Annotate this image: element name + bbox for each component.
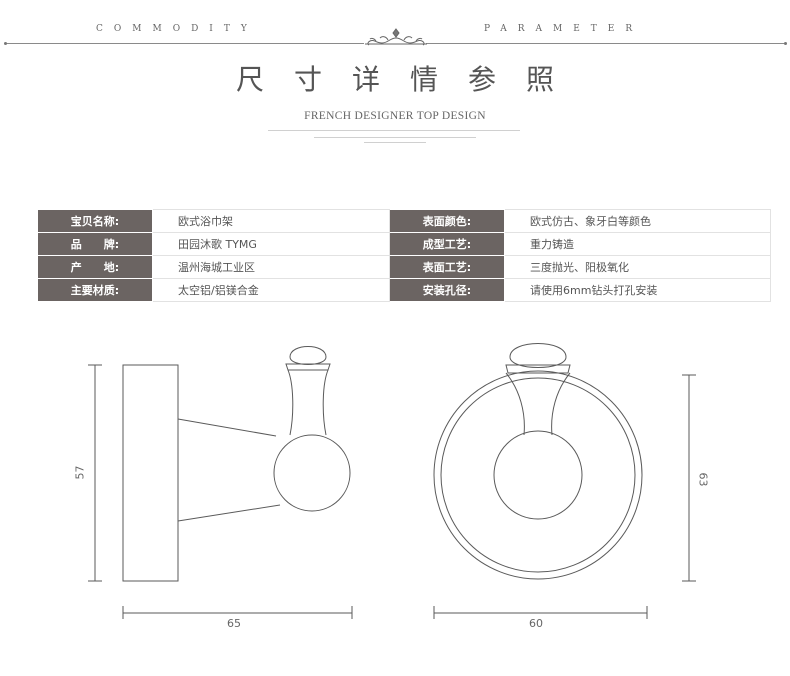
param-label: 安装孔径: [389,278,505,302]
front-view-drawing [433,343,696,619]
parameter-table: 宝贝名称: 欧式浴巾架 表面颜色: 欧式仿古、象牙白等颜色 品 牌: 田园沐歌 … [37,209,771,302]
header-rule-left [6,43,364,44]
subtitle-rule-2 [314,137,476,138]
ornament-icon [365,28,427,46]
param-label: 产 地: [37,255,153,279]
param-value: 欧式仿古、象牙白等颜色 [504,209,771,233]
side-width-label: 65 [227,617,241,630]
param-value: 太空铝/铝镁合金 [152,278,390,302]
header-right-word: PARAMETER [484,24,644,34]
param-value: 田园沐歌 TYMG [152,232,390,256]
param-value: 重力铸造 [504,232,771,256]
header-rule-right-end [784,42,787,45]
base-plate [122,364,179,582]
header-rule-right [426,43,784,44]
param-label: 表面工艺: [389,255,505,279]
param-label: 品 牌: [37,232,153,256]
param-label: 宝贝名称: [37,209,153,233]
table-row: 产 地: 温州海城工业区 表面工艺: 三度抛光、阳极氧化 [37,255,771,279]
page-title: 尺寸详情参照 [235,63,584,96]
table-row: 宝贝名称: 欧式浴巾架 表面颜色: 欧式仿古、象牙白等颜色 [37,209,771,233]
side-height-label: 57 [73,465,87,480]
table-row: 主要材质: 太空铝/铝镁合金 安装孔径: 请使用6mm钻头打孔安装 [37,278,771,302]
param-value: 温州海城工业区 [152,255,390,279]
param-value: 请使用6mm钻头打孔安装 [504,278,771,302]
front-height-label: 63 [696,472,710,487]
page-subtitle: FRENCH DESIGNER TOP DESIGN [304,110,486,122]
table-row: 品 牌: 田园沐歌 TYMG 成型工艺: 重力铸造 [37,232,771,256]
param-value: 三度抛光、阳极氧化 [504,255,771,279]
side-view-drawing [88,346,353,619]
subtitle-rule-3 [364,142,426,143]
subtitle-rule-1 [268,130,520,131]
param-label: 表面颜色: [389,209,505,233]
param-value: 欧式浴巾架 [152,209,390,233]
header-rule-left-end [4,42,7,45]
front-width-label: 60 [529,617,543,630]
param-label: 成型工艺: [389,232,505,256]
header-left-word: COMMODITY [96,24,258,34]
param-label: 主要材质: [37,278,153,302]
